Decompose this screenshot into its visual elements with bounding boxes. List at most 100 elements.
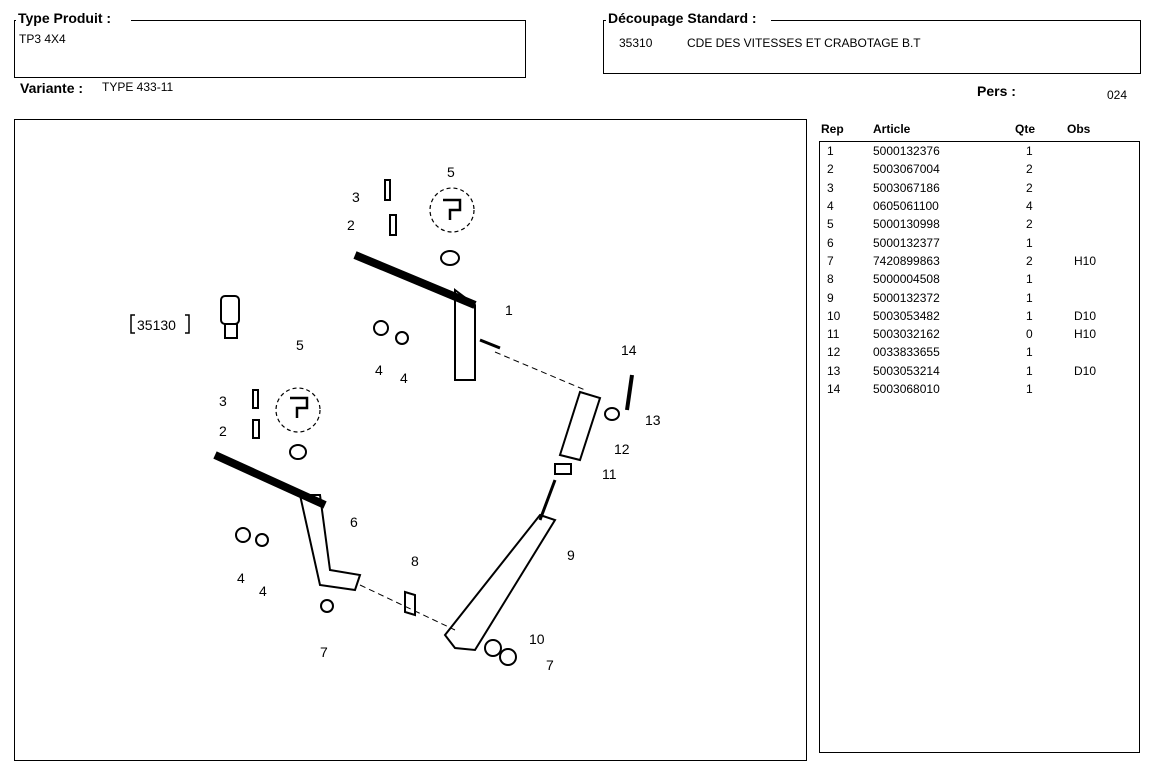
cell-obs: H10 xyxy=(1074,327,1097,342)
callout-9: 9 xyxy=(567,547,575,563)
type-produit-label: Type Produit : xyxy=(16,10,132,26)
table-row[interactable]: 10 5003053482 1 D10 xyxy=(820,307,1134,325)
variante-value: TYPE 433-11 xyxy=(102,80,174,94)
cell-qte: 1 xyxy=(1026,308,1033,323)
cell-article: 5003068010 xyxy=(873,382,940,396)
cell-qte: 2 xyxy=(1026,162,1033,177)
cell-article: 5003053482 xyxy=(873,308,940,323)
cell-obs: D10 xyxy=(1074,308,1097,323)
table-row[interactable]: 12 0033833655 1 xyxy=(820,343,1134,361)
cell-obs xyxy=(1074,142,1134,160)
cell-article: 5003067004 xyxy=(873,162,940,177)
cell-article: 0605061100 xyxy=(873,199,939,214)
callout-13: 13 xyxy=(645,412,661,428)
rod-linkage xyxy=(359,351,634,666)
cell-qte: 2 xyxy=(1026,253,1033,268)
callout-3: 3 xyxy=(219,393,227,409)
col-header-qte: Qte xyxy=(1015,122,1036,136)
cell-qte: 1 xyxy=(1026,272,1033,287)
decoupage-box xyxy=(603,20,1141,74)
callout-4: 4 xyxy=(400,370,408,386)
decoupage-label: Découpage Standard : xyxy=(606,10,771,26)
parts-diagram-svg: 35130 3 2 5 1 xyxy=(130,164,661,673)
callout-4: 4 xyxy=(237,570,245,586)
cell-qte: 1 xyxy=(1026,382,1033,396)
cell-rep: 14 xyxy=(827,382,841,396)
cell-article: 5000004508 xyxy=(873,272,940,287)
cell-rep: 6 xyxy=(827,235,834,250)
cell-obs xyxy=(1074,270,1134,288)
table-row[interactable]: 7 7420899863 2 H10 xyxy=(820,252,1134,270)
lower-fork-assembly xyxy=(213,387,362,613)
cell-article: 5003053214 xyxy=(873,363,940,378)
cell-article: 0033833655 xyxy=(873,345,940,360)
cell-rep: 12 xyxy=(827,345,841,360)
callouts: 3 2 5 1 4 4 14 13 12 11 5 3 2 6 4 4 8 9 … xyxy=(219,164,661,673)
cell-rep: 2 xyxy=(827,162,834,177)
cell-obs xyxy=(1074,215,1134,233)
type-produit-box xyxy=(14,20,526,78)
cell-rep: 3 xyxy=(827,180,834,195)
cell-obs xyxy=(1074,380,1134,398)
cell-article: 7420899863 xyxy=(873,253,940,268)
table-row[interactable]: 5 5000130998 2 xyxy=(820,215,1134,233)
cell-article: 5000130998 xyxy=(873,217,940,232)
variante-label: Variante : xyxy=(18,80,86,96)
cell-article: 5003067186 xyxy=(873,180,940,195)
callout-6: 6 xyxy=(350,514,358,530)
ref-box: 35130 xyxy=(130,295,240,339)
table-row[interactable]: 2 5003067004 2 xyxy=(820,160,1134,178)
pers-label: Pers : xyxy=(975,83,1018,99)
callout-11: 11 xyxy=(602,466,617,482)
callout-2: 2 xyxy=(219,423,227,439)
cell-obs: H10 xyxy=(1074,253,1097,268)
cell-rep: 10 xyxy=(827,308,841,323)
cell-qte: 2 xyxy=(1026,180,1033,195)
cell-obs: D10 xyxy=(1074,363,1097,378)
callout-2: 2 xyxy=(347,217,355,233)
cell-rep: 4 xyxy=(827,199,834,214)
type-produit-value: TP3 4X4 xyxy=(19,32,66,46)
cell-obs xyxy=(1074,233,1134,251)
cell-rep: 9 xyxy=(827,290,834,305)
callout-4: 4 xyxy=(259,583,267,599)
cell-obs xyxy=(1074,197,1134,215)
col-header-article: Article xyxy=(873,122,911,136)
table-row[interactable]: 4 0605061100 4 xyxy=(820,197,1134,215)
cell-obs xyxy=(1074,160,1134,178)
cell-article: 5000132377 xyxy=(873,235,940,250)
table-row[interactable]: 3 5003067186 2 xyxy=(820,179,1134,197)
table-row[interactable]: 1 5000132376 1 xyxy=(820,142,1134,160)
cell-qte: 4 xyxy=(1026,199,1033,214)
cell-rep: 5 xyxy=(827,217,834,232)
cell-article: 5003032162 xyxy=(873,327,940,342)
pers-value: 024 xyxy=(1107,88,1128,102)
cell-article: 5000132376 xyxy=(873,144,940,159)
table-row[interactable]: 14 5003068010 1 xyxy=(820,380,1134,398)
cell-qte: 2 xyxy=(1026,217,1033,232)
cell-qte: 1 xyxy=(1026,290,1033,305)
cell-rep: 7 xyxy=(827,253,834,268)
cell-rep: 1 xyxy=(827,144,834,159)
cell-qte: 1 xyxy=(1026,235,1033,250)
callout-4: 4 xyxy=(375,362,383,378)
cell-obs xyxy=(1074,343,1134,361)
callout-5: 5 xyxy=(296,337,304,353)
svg-text:35130: 35130 xyxy=(137,317,176,333)
callout-1: 1 xyxy=(505,302,513,318)
cell-qte: 1 xyxy=(1026,144,1033,159)
upper-fork-assembly xyxy=(353,179,501,381)
decoupage-description: CDE DES VITESSES ET CRABOTAGE B.T xyxy=(687,36,921,50)
callout-14: 14 xyxy=(621,342,637,358)
cell-qte: 1 xyxy=(1026,345,1033,360)
callout-7: 7 xyxy=(320,644,328,660)
callout-8: 8 xyxy=(411,553,419,569)
table-row[interactable]: 6 5000132377 1 xyxy=(820,233,1134,251)
table-row[interactable]: 8 5000004508 1 xyxy=(820,270,1134,288)
col-header-obs: Obs xyxy=(1067,122,1091,136)
cell-rep: 8 xyxy=(827,272,834,287)
callout-12: 12 xyxy=(614,441,630,457)
